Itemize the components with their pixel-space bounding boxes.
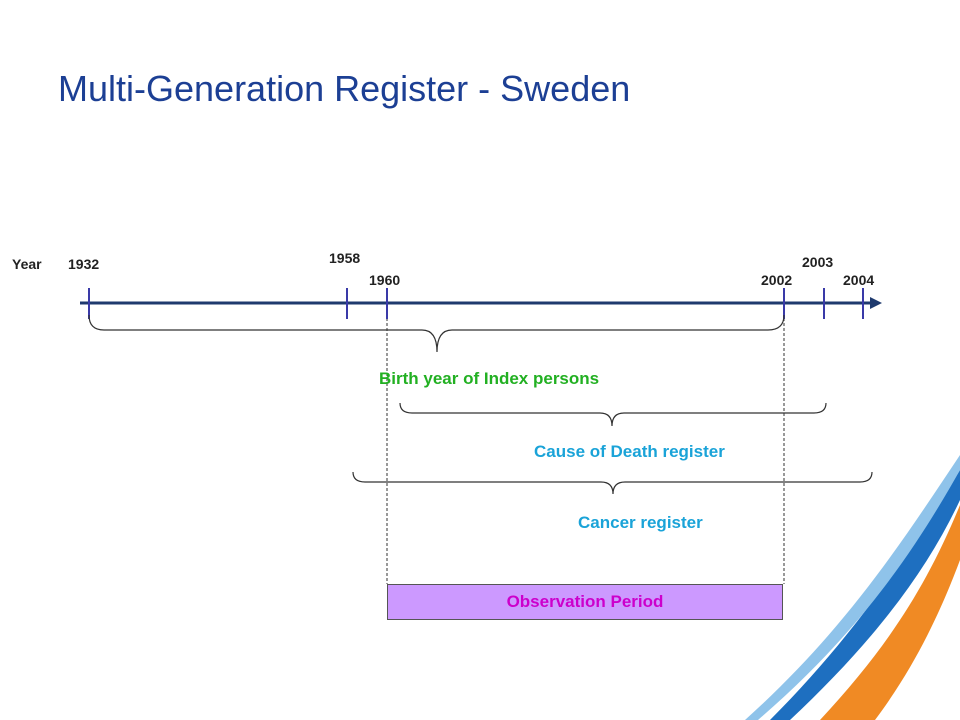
brace-cause-of-death: [399, 402, 827, 427]
brace-cancer: [352, 471, 873, 495]
orange-swoosh: [820, 505, 960, 720]
year-label-2002: 2002: [761, 272, 793, 288]
axis-label-year: Year: [12, 256, 42, 272]
year-label-1958: 1958: [329, 250, 361, 266]
cause-of-death-label: Cause of Death register: [534, 442, 725, 461]
page-title: Multi-Generation Register - Sweden: [58, 68, 631, 109]
cancer-register-label: Cancer register: [578, 513, 703, 532]
birth-year-index-label: Birth year of Index persons: [379, 369, 600, 388]
year-label-2004: 2004: [843, 272, 875, 288]
year-label-2003: 2003: [802, 254, 834, 270]
timeline-arrowhead: [870, 297, 882, 309]
brace-birth-year: [88, 314, 785, 353]
observation-period-box: Observation Period: [387, 584, 783, 620]
observation-period-label: Observation Period: [506, 592, 664, 611]
year-label-1960: 1960: [369, 272, 401, 288]
year-label-1932: 1932: [68, 256, 100, 272]
